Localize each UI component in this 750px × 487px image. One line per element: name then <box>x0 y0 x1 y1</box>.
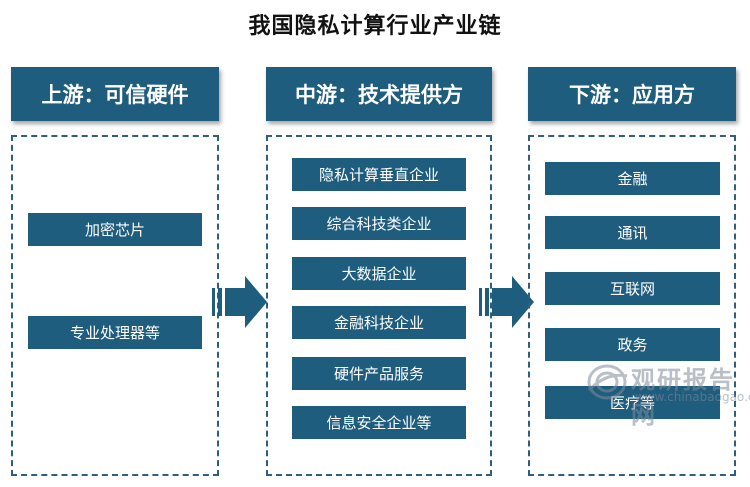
upstream-item: 加密芯片 <box>28 213 202 246</box>
downstream-item: 通讯 <box>545 216 720 249</box>
upstream-header: 上游：可信硬件 <box>11 67 219 121</box>
page-title: 我国隐私计算行业产业链 <box>248 13 502 39</box>
midstream-item: 信息安全企业等 <box>292 406 466 439</box>
midstream-item: 大数据企业 <box>292 257 466 290</box>
downstream-item: 金融 <box>545 162 720 195</box>
upstream-item: 专业处理器等 <box>28 316 202 349</box>
midstream-item: 隐私计算垂直企业 <box>292 158 466 191</box>
midstream-item: 硬件产品服务 <box>292 357 466 390</box>
downstream-header: 下游：应用方 <box>528 67 736 121</box>
midstream-item: 综合科技类企业 <box>292 207 466 240</box>
downstream-item: 医疗等 <box>545 386 720 419</box>
midstream-item: 金融科技企业 <box>292 306 466 339</box>
upstream-box <box>11 135 219 476</box>
downstream-item: 政务 <box>545 328 720 361</box>
right-arrow-icon <box>212 276 267 328</box>
downstream-item: 互联网 <box>545 272 720 305</box>
downstream-box <box>528 135 736 476</box>
right-arrow-icon <box>479 276 534 328</box>
midstream-header: 中游：技术提供方 <box>266 67 492 121</box>
midstream-box <box>266 135 492 476</box>
